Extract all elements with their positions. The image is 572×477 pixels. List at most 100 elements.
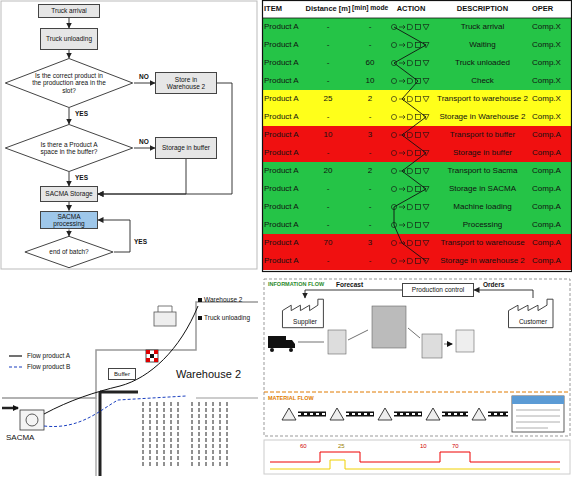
drawing-stroke	[399, 79, 405, 83]
table-cell: Truck arrival	[434, 22, 531, 32]
building-outline	[2, 302, 258, 398]
inventory-row	[282, 408, 508, 420]
drawing-stroke	[423, 223, 429, 228]
time-value: 25	[338, 443, 358, 450]
edge-label: Orders	[482, 281, 505, 288]
table-row-bg	[262, 198, 572, 216]
table-header: ITEM	[264, 4, 304, 13]
table-header: Distance [m]	[304, 4, 352, 13]
table-cell: Comp.X	[532, 76, 570, 86]
table-cell: Product A	[264, 220, 304, 230]
checker-icon	[154, 358, 158, 362]
table-cell: Product A	[264, 76, 304, 86]
flow-connector	[69, 172, 70, 186]
flow-connector	[98, 83, 232, 194]
table-cell: -	[304, 256, 352, 266]
table-cell: -	[352, 40, 388, 50]
place-label: Warehouse 2	[204, 296, 258, 304]
drawing-stroke	[408, 96, 413, 101]
table-cell: -	[304, 76, 352, 86]
node-text: Is the correct product in the production…	[31, 72, 106, 94]
table-cell: 70	[304, 238, 352, 248]
drawing-stroke	[416, 187, 421, 192]
time-value: 60	[300, 443, 320, 450]
table-border	[263, 1, 572, 272]
table-cell: Comp.X	[532, 94, 570, 104]
document-icon	[422, 334, 442, 358]
table-cell: 3	[352, 238, 388, 248]
node-text: Truck unloading	[46, 35, 92, 42]
drawing-stroke	[416, 25, 421, 30]
table-cell: Storage in warehouse 2	[434, 256, 531, 266]
drawing-stroke	[416, 223, 421, 228]
table-cell: Comp.X	[532, 58, 570, 68]
drawing-stroke	[391, 78, 396, 83]
table-row-bg	[262, 72, 572, 90]
legend-sample	[8, 352, 24, 360]
drawing-stroke	[416, 133, 421, 138]
legend-item: Flow product B	[8, 363, 70, 371]
flow-connector	[98, 220, 130, 252]
table-cell: Transport to warehouse	[434, 238, 531, 248]
edge-label: YES	[133, 238, 148, 245]
table-cell: -	[304, 184, 352, 194]
table-cell: 3	[352, 130, 388, 140]
data-box	[512, 396, 564, 404]
table-cell: -	[352, 220, 388, 230]
table-cell: -	[304, 220, 352, 230]
drawing-stroke	[399, 205, 405, 209]
drawing-stroke	[408, 42, 413, 47]
legend-sample	[8, 363, 24, 371]
drawing-stroke	[416, 241, 421, 246]
table-rule	[262, 18, 572, 19]
drawing-stroke	[408, 78, 413, 83]
drawing-stroke	[423, 25, 429, 30]
drawing-stroke	[423, 205, 429, 210]
customer-factory-outline	[509, 299, 554, 328]
time-value: 10	[420, 443, 440, 450]
drawing-stroke	[423, 97, 429, 102]
table-cell: Product A	[264, 40, 304, 50]
machine-icon	[154, 312, 176, 326]
legend-text: Flow product A	[27, 352, 70, 359]
flow-connector	[134, 148, 155, 149]
process-box: Storage in buffer	[155, 137, 217, 159]
table-cell: Product A	[264, 202, 304, 212]
table-cell: Storage in SACMA	[434, 184, 531, 194]
action-symbols	[391, 132, 429, 137]
drawing-stroke	[408, 240, 413, 245]
table-cell: -	[304, 148, 352, 158]
table-cell: Comp.X	[532, 40, 570, 50]
decision-diamond-outline	[25, 236, 113, 267]
supplier-factory-outline	[282, 299, 323, 328]
drawing-stroke	[399, 25, 405, 29]
warehouse-label: Warehouse 2	[176, 368, 246, 381]
legend-sample	[9, 366, 22, 367]
panel-frame	[264, 279, 570, 436]
table-cell: -	[304, 202, 352, 212]
table-cell: Comp.X	[532, 112, 570, 122]
checker-icon	[154, 350, 158, 354]
process-box: SACMA processing	[40, 211, 98, 230]
checker-icon	[146, 350, 158, 362]
checker-icon	[150, 354, 154, 358]
table-cell: Comp.A	[532, 184, 570, 194]
inventory-row	[298, 413, 508, 415]
section-label: MATERIAL FLOW	[268, 395, 328, 402]
drawing-stroke	[416, 115, 421, 120]
drawing-stroke	[408, 222, 413, 227]
info-arrow	[298, 328, 452, 344]
flow-connector	[305, 290, 402, 298]
table-row-bg	[262, 18, 572, 36]
node-text: SACMA processing	[43, 213, 95, 228]
table-cell: -	[304, 112, 352, 122]
customer-factory: Customer	[508, 298, 558, 328]
drawing-stroke	[399, 115, 405, 119]
table-cell: Product A	[264, 238, 304, 248]
sacma-machine	[20, 410, 44, 430]
table-cell: Product A	[264, 94, 304, 104]
drawing-stroke	[416, 97, 421, 102]
flow-divider	[264, 392, 570, 393]
drawing-stroke	[399, 151, 405, 155]
table-cell: Product A	[264, 166, 304, 176]
